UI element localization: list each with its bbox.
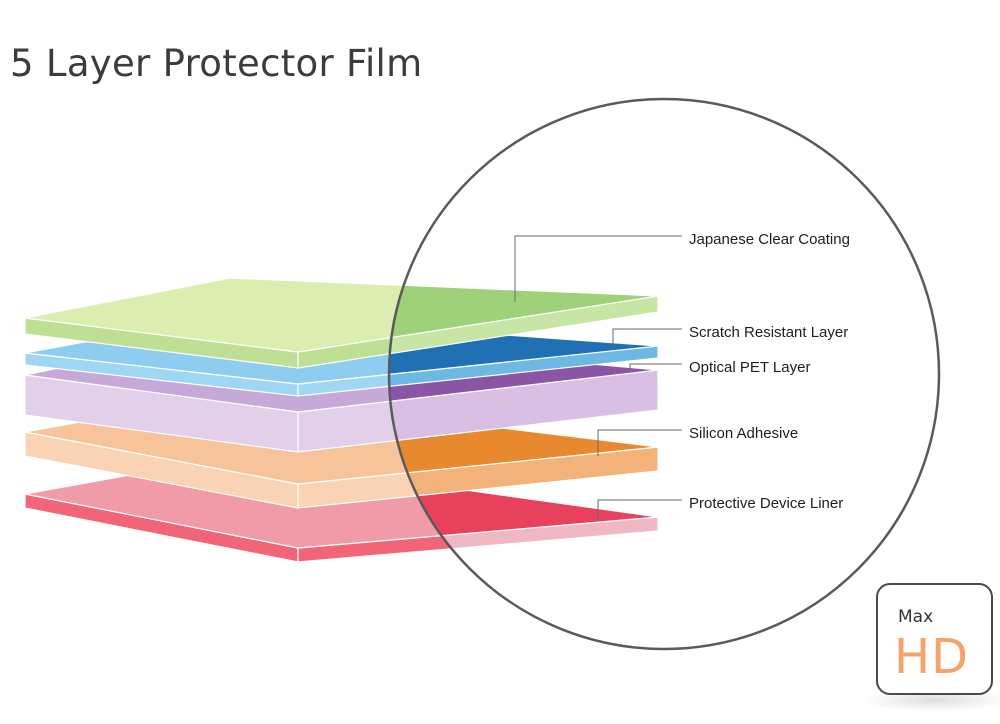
layer-top-magnified-japanese-clear-coating — [389, 277, 659, 353]
layer-label-protective-device-liner: Protective Device Liner — [689, 495, 843, 512]
layer-top-magnified-optical-pet-layer — [389, 331, 659, 413]
layer-stack-magnified — [389, 277, 659, 563]
callout-line-scratch-resistant-layer — [612, 328, 682, 345]
callout-line-optical-pet-layer — [629, 363, 682, 370]
layer-top-magnified-protective-device-liner — [389, 456, 659, 549]
layer-label-japanese-clear-coating: Japanese Clear Coating — [689, 231, 850, 248]
badge-hd-text: HD — [894, 629, 970, 685]
callout-line-japanese-clear-coating — [514, 235, 682, 302]
max-hd-badge: Max HD — [876, 583, 993, 695]
callout-line-silicon-adhesive — [597, 429, 682, 456]
layer-label-optical-pet-layer: Optical PET Layer — [689, 359, 810, 376]
diagram-title: 5 Layer Protector Film — [10, 42, 423, 85]
callout-line-protective-device-liner — [597, 499, 682, 520]
layer-top-magnified-silicon-adhesive — [389, 394, 659, 485]
layer-label-silicon-adhesive: Silicon Adhesive — [689, 425, 798, 442]
magnifier-circle — [387, 97, 941, 651]
layer-top-magnified-scratch-resistant-layer — [389, 314, 659, 385]
badge-max-text: Max — [898, 607, 934, 627]
layer-label-scratch-resistant-layer: Scratch Resistant Layer — [689, 324, 848, 341]
